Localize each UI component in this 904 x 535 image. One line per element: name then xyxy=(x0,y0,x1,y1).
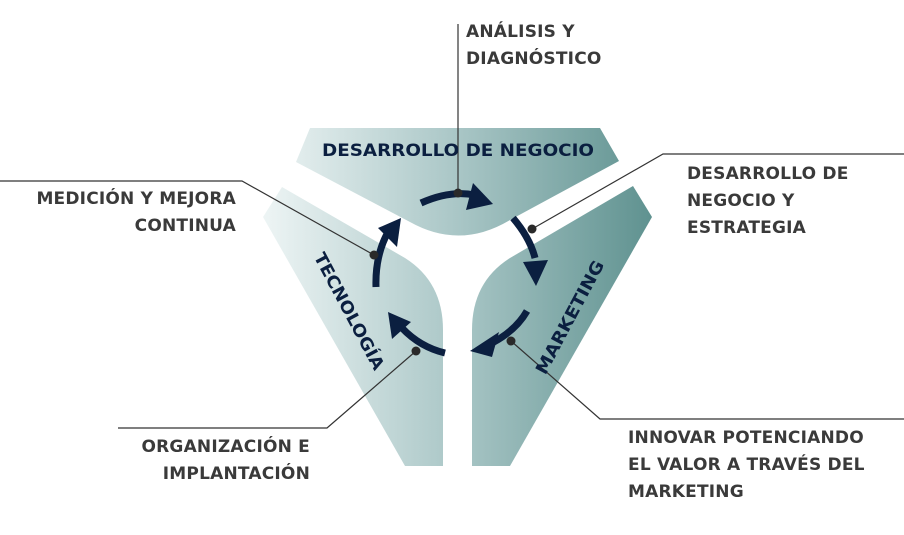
leader-organizacion xyxy=(118,350,417,429)
dot-innovar xyxy=(506,336,516,346)
dot-organizacion xyxy=(411,346,421,356)
leader-innovar xyxy=(510,340,904,420)
segment-left-shape xyxy=(263,187,443,466)
leader-medicion xyxy=(0,180,375,256)
label-line: EL VALOR A TRAVÉS DEL xyxy=(628,455,865,475)
label-line: MARKETING xyxy=(628,482,744,502)
dot-analisis xyxy=(453,188,463,198)
label-line: MEDICIÓN Y MEJORA xyxy=(36,189,236,209)
label-line: ESTRATEGIA xyxy=(687,218,807,238)
arrow-left-upper xyxy=(372,230,392,288)
segment-right-shape xyxy=(472,186,652,466)
dot-estrategia xyxy=(527,224,537,234)
arrowhead-right-lower xyxy=(470,332,499,357)
arrowhead-top xyxy=(466,183,493,210)
label-line: DESARROLLO DE xyxy=(687,164,849,184)
arrow-left-lower xyxy=(399,325,446,357)
label-line: INNOVAR POTENCIANDO xyxy=(628,428,864,448)
label-line: ANÁLISIS Y xyxy=(466,22,575,42)
label-line: NEGOCIO Y xyxy=(687,191,795,211)
label-analisis: ANÁLISIS Y DIAGNÓSTICO xyxy=(466,19,602,73)
label-innovar: INNOVAR POTENCIANDO EL VALOR A TRAVÉS DE… xyxy=(628,425,865,506)
label-estrategia: DESARROLLO DE NEGOCIO Y ESTRATEGIA xyxy=(687,161,849,242)
leader-estrategia xyxy=(531,153,904,230)
arrowhead-left-lower xyxy=(388,312,411,339)
dot-medicion xyxy=(369,250,379,260)
segment-top-label: DESARROLLO DE NEGOCIO xyxy=(322,141,594,161)
leader-lines xyxy=(0,24,904,429)
label-line: CONTINUA xyxy=(134,216,236,236)
label-line: ORGANIZACIÓN E xyxy=(141,437,310,457)
arrowhead-left-upper xyxy=(378,218,401,247)
label-line: IMPLANTACIÓN xyxy=(162,464,310,484)
label-organizacion: ORGANIZACIÓN E IMPLANTACIÓN xyxy=(141,434,310,488)
label-medicion: MEDICIÓN Y MEJORA CONTINUA xyxy=(36,186,236,240)
label-line: DIAGNÓSTICO xyxy=(466,49,602,69)
arrowhead-right-upper xyxy=(523,260,548,286)
arrow-right-upper xyxy=(510,215,539,259)
